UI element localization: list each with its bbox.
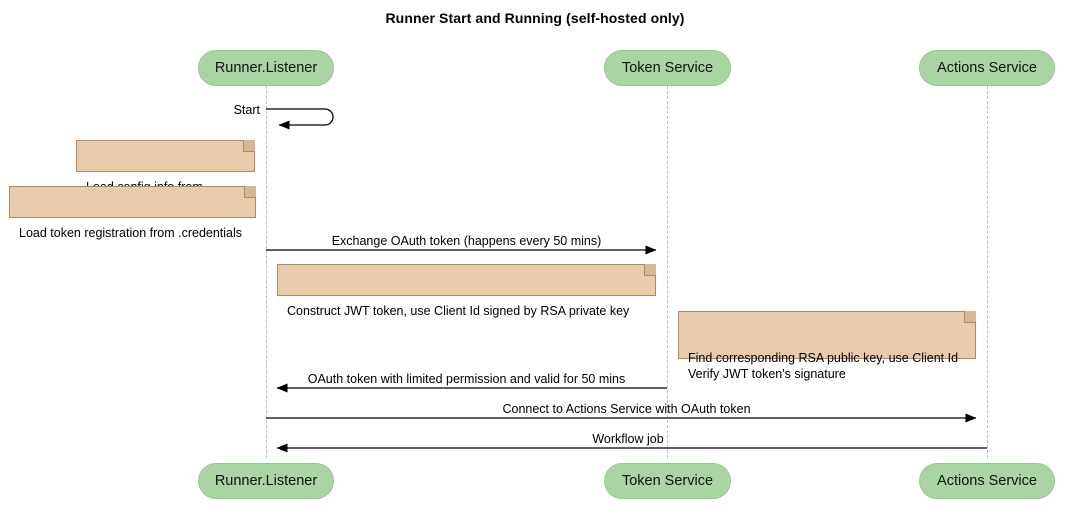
message-label-connect-actions-service: Connect to Actions Service with OAuth to… <box>502 402 751 416</box>
participant-token-top-label: Token Service <box>621 60 714 76</box>
note-fold-corner-icon <box>644 264 656 276</box>
note-load-config-info: Load config info from .runner <box>76 140 255 210</box>
note-fold-corner-icon <box>964 311 976 323</box>
message-label-start: Start <box>233 103 260 117</box>
lifeline-token <box>667 86 668 458</box>
diagram-title: Runner Start and Running (self-hosted on… <box>385 10 685 26</box>
participant-actions-top-label: Actions Service <box>937 60 1037 76</box>
note-load-token-registration: Load token registration from .credential… <box>9 186 256 240</box>
participant-token-bottom[interactable]: Token Service <box>604 463 731 499</box>
lifeline-runner <box>266 86 267 458</box>
note-verify-jwt-signature: Find corresponding RSA public key, use C… <box>678 311 976 381</box>
lifeline-actions <box>987 86 988 458</box>
message-arrow-start <box>266 108 334 130</box>
participant-token-top[interactable]: Token Service <box>604 50 731 86</box>
note-construct-jwt-token: Construct JWT token, use Client Id signe… <box>277 264 656 318</box>
note-fold-corner-icon <box>244 186 256 198</box>
message-label-exchange-oauth-token: Exchange OAuth token (happens every 50 m… <box>331 234 602 248</box>
message-label-oauth-token-response: OAuth token with limited permission and … <box>307 372 626 386</box>
note-verify-jwt-signature-text: Find corresponding RSA public key, use C… <box>688 351 959 381</box>
participant-runner-top[interactable]: Runner.Listener <box>198 50 334 86</box>
participant-actions-bottom[interactable]: Actions Service <box>919 463 1055 499</box>
participant-actions-top[interactable]: Actions Service <box>919 50 1055 86</box>
participant-token-bottom-label: Token Service <box>621 473 714 489</box>
note-fold-corner-icon <box>243 140 255 152</box>
participant-runner-top-label: Runner.Listener <box>214 60 318 76</box>
participant-runner-bottom-label: Runner.Listener <box>214 473 318 489</box>
note-construct-jwt-token-text: Construct JWT token, use Client Id signe… <box>287 304 630 318</box>
message-label-workflow-job: Workflow job <box>592 432 664 446</box>
note-load-token-registration-text: Load token registration from .credential… <box>19 226 243 240</box>
participant-runner-bottom[interactable]: Runner.Listener <box>198 463 334 499</box>
participant-actions-bottom-label: Actions Service <box>937 473 1037 489</box>
